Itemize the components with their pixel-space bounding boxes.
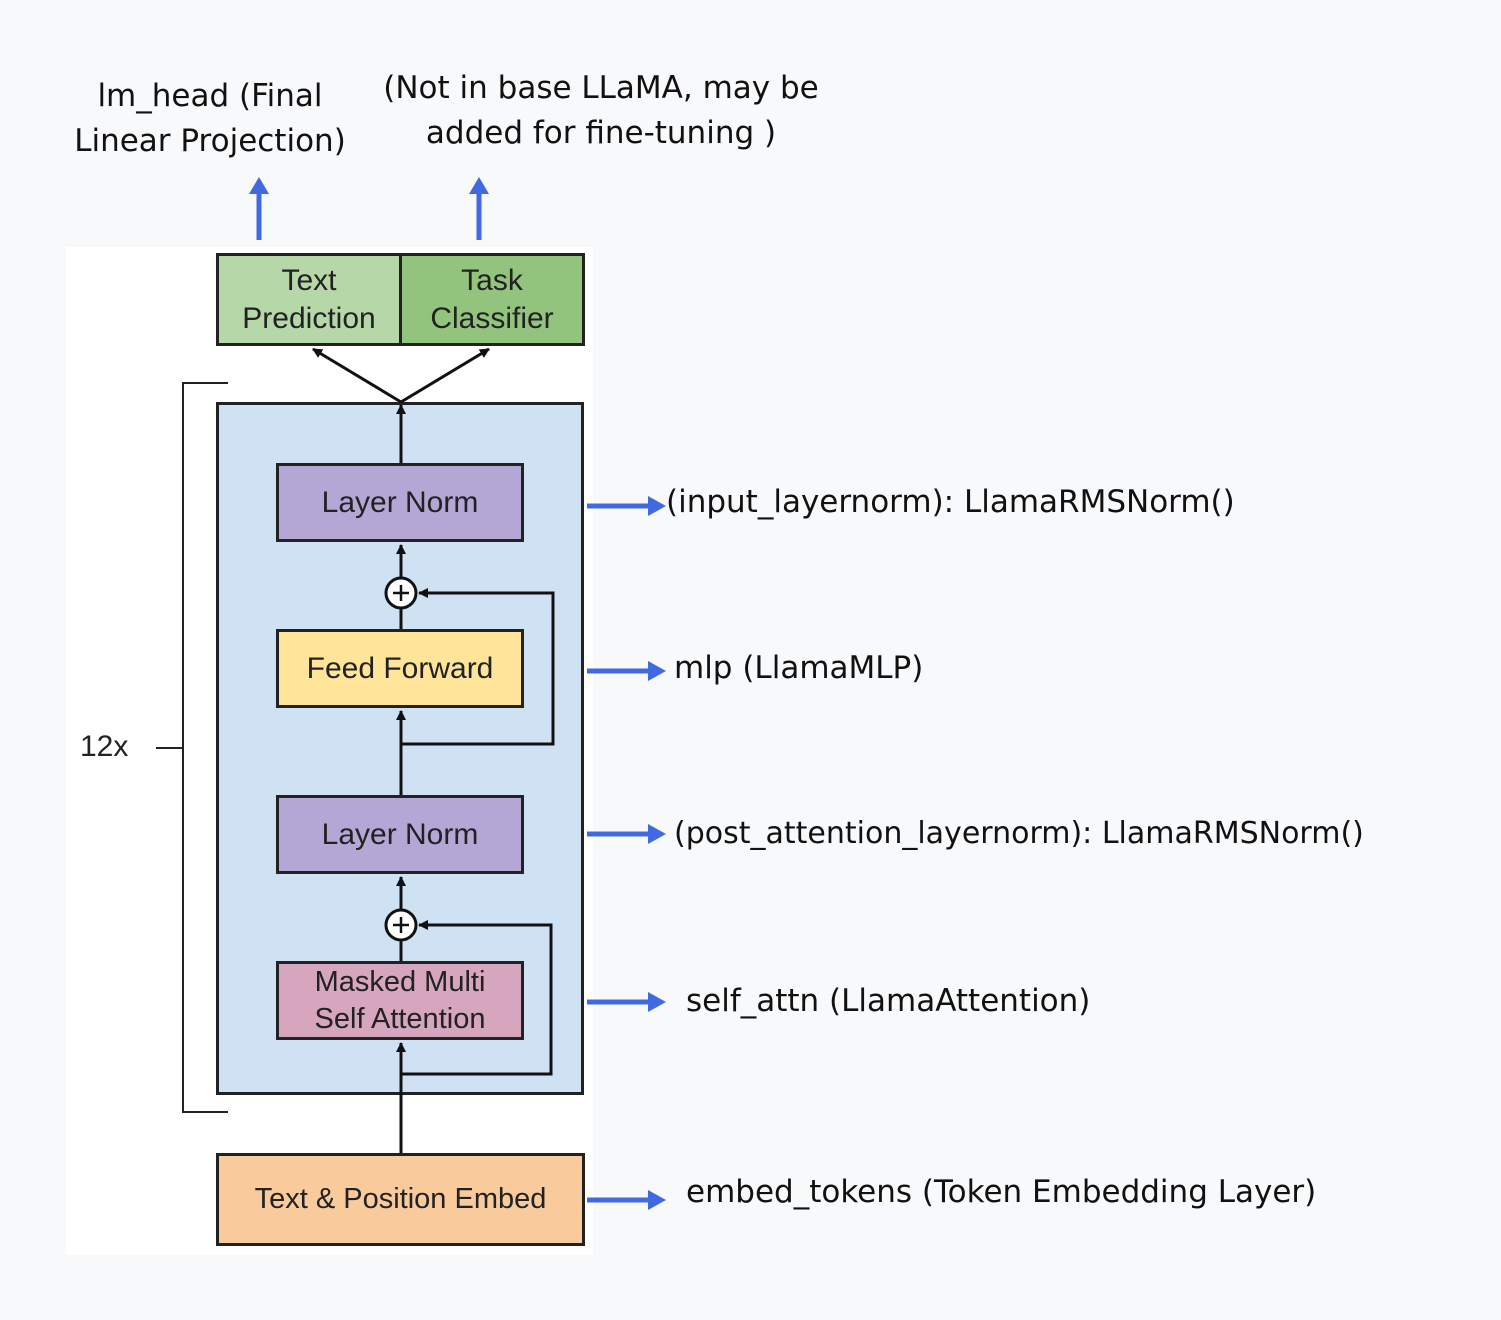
text-prediction-box: Text Prediction — [216, 253, 402, 346]
residual-feed-forward — [401, 588, 555, 746]
embed-tokens-annotation: embed_tokens (Token Embedding Layer) — [686, 1174, 1317, 1210]
repeat-bracket — [182, 382, 228, 1113]
embed-box: Text & Position Embed — [216, 1153, 585, 1246]
residual-attention — [401, 920, 553, 1076]
mlp-annotation: mlp (LlamaMLP) — [674, 650, 924, 686]
layer-norm-bottom-box: Layer Norm — [276, 795, 524, 874]
add-circle-bottom — [384, 908, 418, 942]
flow-split-to-text-prediction — [312, 347, 402, 404]
add-circle-top — [384, 576, 418, 610]
layer-norm-top-box: Layer Norm — [276, 463, 524, 542]
input-layernorm-annotation: (input_layernorm): LlamaRMSNorm() — [666, 484, 1235, 520]
repeat-bracket-tick — [156, 747, 182, 749]
repeat-count-label: 12x — [80, 730, 129, 763]
classifier-annotation: (Not in base LLaMA, may be added for fin… — [383, 70, 819, 151]
task-classifier-box: Task Classifier — [399, 253, 585, 346]
self-attn-annotation: self_attn (LlamaAttention) — [686, 983, 1091, 1019]
blue-arrows — [249, 177, 666, 1210]
post-attention-layernorm-annotation: (post_attention_layernorm): LlamaRMSNorm… — [674, 816, 1364, 851]
feed-forward-box: Feed Forward — [276, 629, 524, 708]
lm-head-annotation: lm_head (Final Linear Projection) — [74, 78, 346, 159]
flow-split-to-task-classifier — [400, 347, 490, 404]
masked-attention-box: Masked Multi Self Attention — [276, 961, 524, 1040]
